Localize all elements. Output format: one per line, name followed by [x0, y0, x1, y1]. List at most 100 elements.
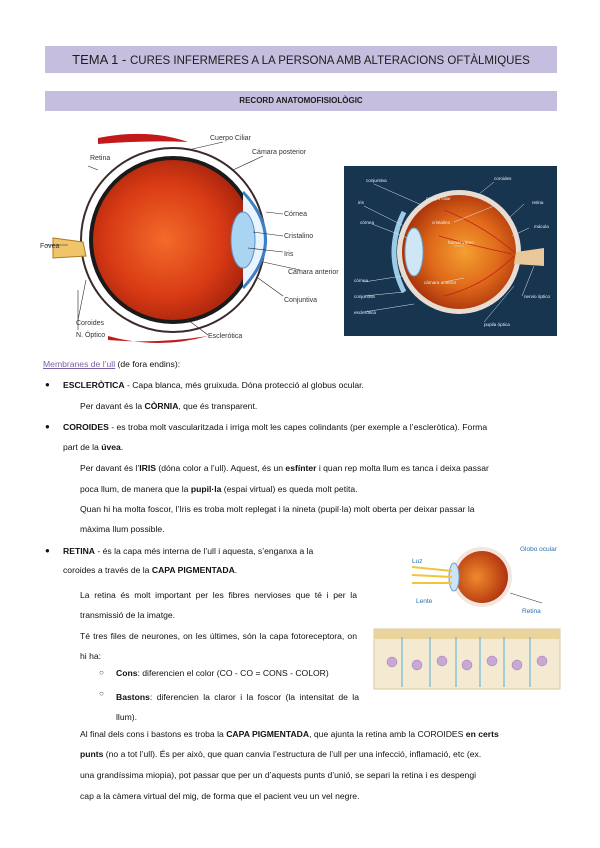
final-l1-term: CAPA PIGMENTADA	[226, 729, 310, 739]
choroid-text: - es troba molt vascularitzada i irriga …	[108, 422, 488, 432]
cornea-term: CÒRNIA	[144, 401, 179, 411]
cornea-pre: Per davant és la	[80, 401, 145, 411]
retina-term: RETINA	[63, 546, 95, 556]
final-l2-post: (no a tot l’ull). És per això, que quan …	[103, 749, 482, 759]
title-band: TEMA 1 - CURES INFERMERES A LA PERSONA A…	[45, 46, 557, 73]
cones-term: Cons	[116, 668, 138, 678]
final-line-3: una grandíssima miopia), pot passar que …	[80, 770, 477, 780]
muscle-bottom	[108, 336, 208, 343]
title-prefix: TEMA 1 -	[72, 52, 130, 67]
circle-bullet-icon: ○	[99, 689, 104, 698]
cones-line: Cons: diferencien el color (CO - CO = CO…	[116, 667, 329, 679]
fig2-label: retina	[532, 200, 544, 205]
retina-paragraph-1: La retina és molt important per les fibr…	[80, 590, 357, 620]
pupil-term: pupil·la	[190, 484, 222, 494]
fig2-cornea	[391, 210, 407, 294]
fig1-label: Coroides	[76, 320, 105, 327]
final-l2-term: punts	[80, 749, 104, 759]
fig2-label: iris	[358, 200, 365, 205]
fig3-label: Luz	[412, 558, 422, 565]
fig2-label: cámara anterior	[424, 280, 457, 285]
eye-diagram-2: conjuntiva coroides iris cuerpo ciliar r…	[344, 166, 557, 336]
final-line-4: cap a la càmera virtual del mig, de form…	[80, 791, 360, 801]
sphincter-term: esfínter	[285, 463, 317, 473]
final-l1-term2: en certs	[465, 729, 499, 739]
membranes-heading-rest: (de fora endins):	[115, 359, 181, 369]
retina-line2-post: .	[234, 565, 238, 575]
bullet-icon: ●	[45, 546, 50, 555]
final-l1-pre: Al final dels cons i bastons es troba la	[80, 729, 227, 739]
vitreous-shape	[93, 160, 253, 320]
retina-paragraph-2: Té tres files de neurones, on les últime…	[80, 631, 357, 661]
cornea-line: Per davant és la CÒRNIA, que és transpar…	[80, 400, 257, 412]
pigment-term: CAPA PIGMENTADA	[151, 565, 235, 575]
fig1-label: Fovea	[40, 243, 60, 250]
uvea-pre: part de la	[63, 442, 102, 452]
pupil-line: poca llum, de manera que la pupil·la (es…	[80, 483, 358, 495]
iris-pre: Per davant és l’	[80, 463, 140, 473]
uvea-post: .	[120, 442, 124, 452]
bullet-icon: ●	[45, 380, 50, 389]
fig2-label: pupila óptica	[484, 322, 510, 327]
sclera-term: ESCLERÒTICA	[63, 380, 125, 390]
retina-text: - és la capa més interna de l’ull i aque…	[95, 546, 314, 556]
fig1-label: N. Óptico	[76, 330, 105, 339]
fig1-label: Iris	[284, 251, 294, 258]
muscle-top	[98, 133, 188, 144]
rods-line: Bastons: diferencien la claror i la fosc…	[116, 687, 359, 727]
retina-line: RETINA - és la capa més interna de l’ull…	[63, 545, 313, 557]
iris-mid: (dóna color a l’ull). Aquest, és un	[155, 463, 286, 473]
dark-line-1: Quan hi ha molta foscor, l’Iris es troba…	[80, 504, 475, 514]
fig2-optic-nerve	[514, 248, 544, 266]
fig2-label: conjuntiva	[366, 178, 387, 183]
subtitle-text: RECORD ANATOMOFISIOLÒGIC	[239, 96, 363, 105]
pupil-pre: poca llum, de manera que la	[80, 484, 191, 494]
fig2-label: cuerpo ciliar	[426, 196, 451, 201]
retina-diagram: Globo ocular Luz Lente Retina	[372, 537, 562, 693]
choroid-line: COROIDES - es troba molt vascularitzada …	[63, 421, 487, 433]
iris-term: IRIS	[139, 463, 156, 473]
fig1-label: Cámara anterior	[288, 269, 339, 276]
final-line-1: Al final dels cons i bastons es troba la…	[80, 728, 499, 740]
final-line-2: punts (no a tot l’ull). És per això, que…	[80, 748, 481, 760]
fig2-label: conjuntiva	[354, 294, 375, 299]
sclera-text: - Capa blanca, més gruixuda. Dóna protec…	[124, 380, 364, 390]
dark-line-2: màxima llum possible.	[80, 524, 165, 534]
uvea-line: part de la úvea.	[63, 441, 123, 453]
title-text: CURES INFERMERES A LA PERSONA AMB ALTERA…	[129, 55, 530, 67]
fig1-label: Retina	[90, 155, 110, 162]
choroid-term: COROIDES	[63, 422, 109, 432]
fig3-label: Lente	[416, 598, 433, 605]
fig2-label: esclerótica	[354, 310, 376, 315]
fig1-label: Cámara posterior	[252, 149, 307, 156]
fig3-label: Globo ocular	[520, 546, 558, 553]
cones-text: : diferencien el color (CO - CO = CONS -…	[137, 668, 329, 678]
fig1-label: Cristalino	[284, 233, 313, 240]
fig1-label: Esclerótica	[208, 333, 242, 340]
lens-shape	[230, 211, 256, 269]
fig1-label: Conjuntiva	[284, 297, 317, 304]
fig2-label: cristalino	[432, 220, 451, 225]
fig2-label: córnea	[354, 278, 368, 283]
final-l1-mid: , que ajunta la retina amb la COROIDES	[309, 729, 466, 739]
cornea-post: , que és transparent.	[178, 401, 258, 411]
pupil-post: (espai virtual) es queda molt petita.	[221, 484, 358, 494]
membranes-heading: Membranes de l’ull (de fora endins):	[43, 358, 180, 370]
retina-line-2: coroides a través de la CAPA PIGMENTADA.	[63, 564, 237, 576]
fig2-label: córnea	[360, 220, 374, 225]
membranes-link[interactable]: Membranes de l’ull	[43, 359, 116, 369]
circle-bullet-icon: ○	[99, 668, 104, 677]
uvea-term: úvea	[101, 442, 121, 452]
fig2-interior	[402, 195, 516, 309]
fig2-label: nervio óptico	[524, 294, 550, 299]
bullet-icon: ●	[45, 422, 50, 431]
eye-diagram-1: Cuerpo Ciliar Cámara posterior Retina Có…	[40, 133, 339, 343]
fig2-lens	[404, 227, 424, 277]
sclera-line: ESCLERÒTICA - Capa blanca, més gruixuda.…	[63, 379, 364, 391]
subtitle-band: RECORD ANATOMOFISIOLÒGIC	[45, 91, 557, 111]
retina-line2-pre: coroides a través de la	[63, 565, 152, 575]
iris-line: Per davant és l’IRIS (dóna color a l’ull…	[80, 462, 489, 474]
fig2-label: mácula	[534, 224, 549, 229]
rods-term: Bastons	[116, 692, 150, 702]
fig1-label: Cuerpo Ciliar	[210, 135, 252, 142]
